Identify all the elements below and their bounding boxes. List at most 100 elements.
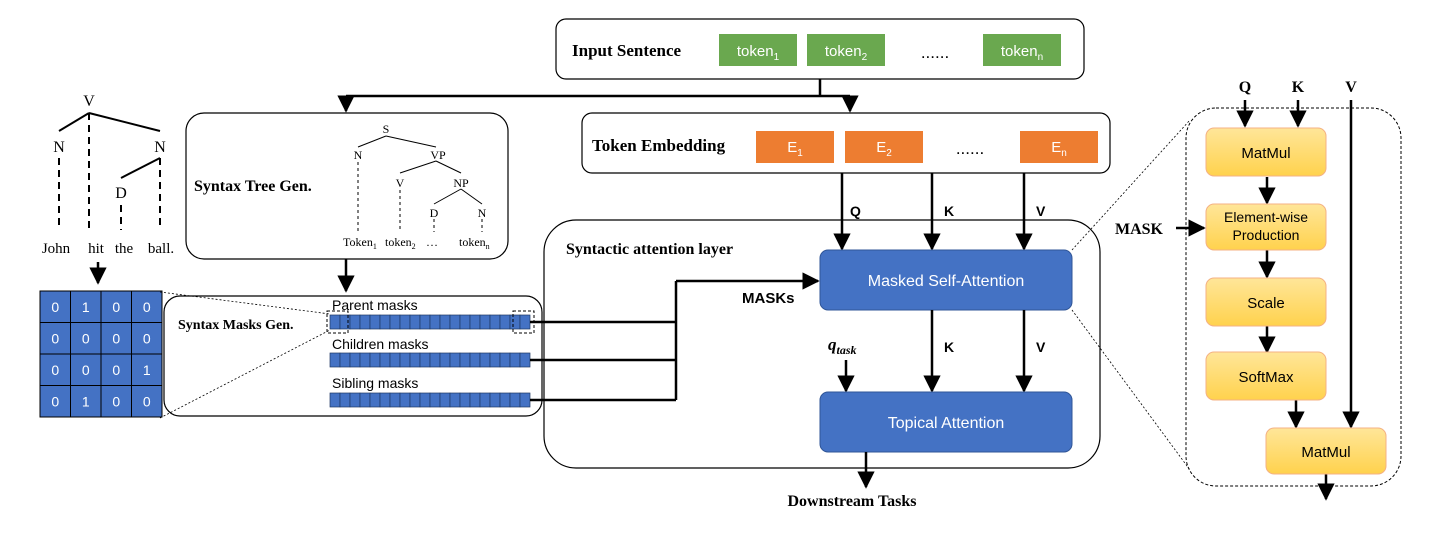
parent-mask-bar-cell bbox=[489, 314, 501, 330]
syntax-masks-panel: Syntax Masks Gen. Parent masks Children … bbox=[159, 291, 543, 419]
embedding-2: E2 bbox=[876, 139, 892, 159]
input-sentence-title: Input Sentence bbox=[572, 41, 682, 60]
parent-mask-bar-cell bbox=[479, 314, 491, 330]
children-mask-bar-cell bbox=[329, 352, 341, 368]
embedding-n: En bbox=[1051, 139, 1067, 159]
children-mask-bar-cell bbox=[479, 352, 491, 368]
svg-text:John: John bbox=[42, 241, 71, 257]
sibling-mask-bar-cell bbox=[459, 392, 471, 408]
matrix-value: 0 bbox=[112, 393, 120, 409]
svg-text:K: K bbox=[944, 339, 954, 355]
sibling-mask-bar-cell bbox=[439, 392, 451, 408]
svg-text:N: N bbox=[354, 148, 363, 162]
parent-mask-bar-cell bbox=[509, 314, 521, 330]
children-mask-bar-cell bbox=[489, 352, 501, 368]
svg-text:D: D bbox=[115, 185, 127, 202]
svg-text:S: S bbox=[383, 122, 390, 136]
sibling-mask-bar-cell bbox=[369, 392, 381, 408]
syntactic-attention-panel: Syntactic attention layer Q K V Masked S… bbox=[543, 173, 1101, 489]
children-mask-bar-cell bbox=[509, 352, 521, 368]
sibling-mask-bar-cell bbox=[409, 392, 421, 408]
parent-mask-bar-cell bbox=[359, 314, 371, 330]
matrix-value: 0 bbox=[143, 393, 151, 409]
children-masks-label: Children masks bbox=[332, 336, 428, 352]
parent-mask-bar-cell bbox=[519, 314, 531, 330]
token-2: token2 bbox=[825, 43, 868, 63]
parent-masks-label: Parent masks bbox=[332, 297, 418, 313]
svg-text:Q: Q bbox=[850, 203, 861, 219]
syntax-leaf-1: Token1 bbox=[343, 235, 377, 251]
input-split-arrows bbox=[337, 79, 859, 113]
sibling-mask-bar-cell bbox=[359, 392, 371, 408]
children-mask-bar-cell bbox=[379, 352, 391, 368]
svg-text:K: K bbox=[944, 203, 954, 219]
children-mask-bar-cell bbox=[359, 352, 371, 368]
parent-mask-bar-cell bbox=[459, 314, 471, 330]
parent-mask-bar-cell bbox=[389, 314, 401, 330]
parent-mask-bar-cell bbox=[469, 314, 481, 330]
topical-attention-block: Topical Attention bbox=[888, 415, 1005, 432]
matrix-value: 1 bbox=[143, 362, 151, 378]
svg-text:V: V bbox=[1345, 79, 1357, 96]
svg-text:N: N bbox=[478, 206, 487, 220]
token-embedding-title: Token Embedding bbox=[592, 136, 726, 155]
svg-text:Q: Q bbox=[1239, 79, 1251, 96]
children-mask-bar-cell bbox=[369, 352, 381, 368]
children-mask-bar-cell bbox=[399, 352, 411, 368]
scale-block: Scale bbox=[1247, 295, 1285, 312]
syntax-leaf-2: token2 bbox=[385, 235, 416, 251]
children-mask-bar-cell bbox=[469, 352, 481, 368]
svg-text:ball.: ball. bbox=[148, 241, 174, 257]
children-mask-bar-cell bbox=[499, 352, 511, 368]
matrix-cell bbox=[39, 353, 71, 386]
children-mask-bar-cell bbox=[349, 352, 361, 368]
children-mask-bar-cell bbox=[389, 352, 401, 368]
parent-mask-highlight-left bbox=[326, 310, 349, 334]
matrix-value: 0 bbox=[51, 299, 59, 315]
matrix-value: 1 bbox=[82, 299, 90, 315]
parent-mask-bar-cell bbox=[349, 314, 361, 330]
sibling-mask-bar-cell bbox=[349, 392, 361, 408]
syntax-leaf-3: … bbox=[426, 235, 438, 249]
token-n: tokenn bbox=[1001, 43, 1043, 63]
parent-mask-bar-cell bbox=[379, 314, 391, 330]
matrix-value: 0 bbox=[112, 299, 120, 315]
sibling-mask-bar-cell bbox=[449, 392, 461, 408]
matrix-value: 0 bbox=[143, 299, 151, 315]
masks-arrow-label: MASKs bbox=[742, 290, 795, 307]
svg-text:N: N bbox=[154, 139, 166, 156]
children-mask-bar-cell bbox=[339, 352, 351, 368]
sibling-mask-bar-cell bbox=[509, 392, 521, 408]
matrix-cell bbox=[100, 385, 132, 418]
parent-mask-bar-cell bbox=[369, 314, 381, 330]
syntax-tree-panel: Syntax Tree Gen. S N VP V NP D N Token1 … bbox=[185, 112, 509, 293]
embedding-ellipsis: ...... bbox=[956, 139, 984, 158]
matrix-value: 0 bbox=[82, 330, 90, 346]
svg-text:VP: VP bbox=[430, 148, 446, 162]
svg-text:V: V bbox=[396, 176, 405, 190]
sibling-mask-bar-cell bbox=[399, 392, 411, 408]
matrix-value: 0 bbox=[143, 330, 151, 346]
masked-self-attention-block: Masked Self-Attention bbox=[868, 273, 1025, 290]
sibling-mask-bar-cell bbox=[379, 392, 391, 408]
token-embedding-panel: Token Embedding E1 E2 ...... En bbox=[581, 112, 1111, 174]
left-dependency-tree: V N N D John hit the ball. bbox=[42, 93, 174, 285]
sibling-mask-bar-cell bbox=[499, 392, 511, 408]
children-mask-bar-cell bbox=[519, 352, 531, 368]
svg-text:V: V bbox=[83, 93, 95, 110]
children-mask-bar-cell bbox=[439, 352, 451, 368]
sibling-mask-bar-cell bbox=[329, 392, 341, 408]
sibling-mask-bar-cell bbox=[429, 392, 441, 408]
svg-text:NP: NP bbox=[453, 176, 469, 190]
q-task-label: qtask bbox=[828, 335, 857, 357]
sibling-mask-bar-cell bbox=[419, 392, 431, 408]
downstream-tasks-label: Downstream Tasks bbox=[787, 493, 916, 510]
mask-connectors bbox=[530, 272, 820, 402]
matrix-value: 0 bbox=[112, 362, 120, 378]
parent-mask-bar-cell bbox=[439, 314, 451, 330]
svg-text:V: V bbox=[1036, 203, 1046, 219]
svg-text:hit: hit bbox=[88, 241, 105, 257]
token-1: token1 bbox=[737, 43, 780, 63]
parent-mask-bar-cell bbox=[499, 314, 511, 330]
